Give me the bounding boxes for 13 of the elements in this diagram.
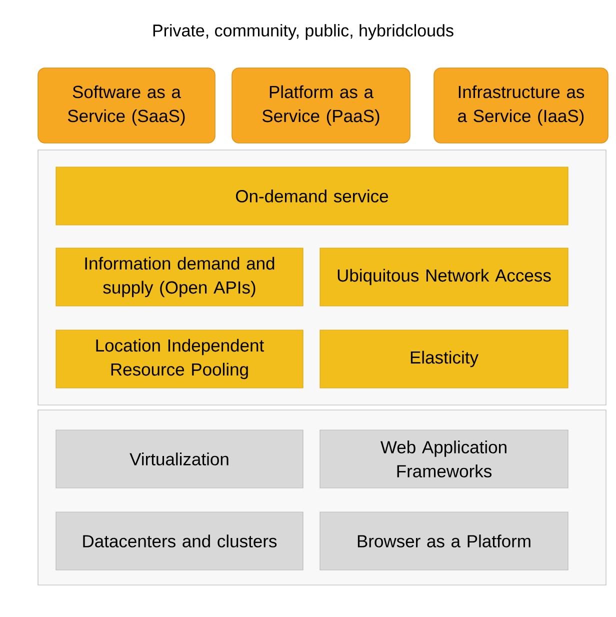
technology-bar: Web Application Frameworks [320,430,568,488]
feature-bar: Ubiquitous Network Access [320,248,568,306]
service-box: Platform as a Service (PaaS) [232,68,410,144]
feature-bar: Location Independent Resource Pooling [56,330,304,388]
technology-bar: Virtualization [56,430,304,488]
technology-bar: Browser as a Platform [320,512,568,570]
feature-bar: Elasticity [320,330,568,388]
feature-bar: Information demand and supply (Open APIs) [56,248,304,306]
service-box: Infrastructure as a Service (IaaS) [434,68,608,144]
title: Private, community, public, hybridclouds [153,24,454,40]
service-box: Software as a Service (SaaS) [38,68,216,144]
feature-bar: On-demand service [56,166,568,226]
technology-bar: Datacenters and clusters [56,512,304,570]
